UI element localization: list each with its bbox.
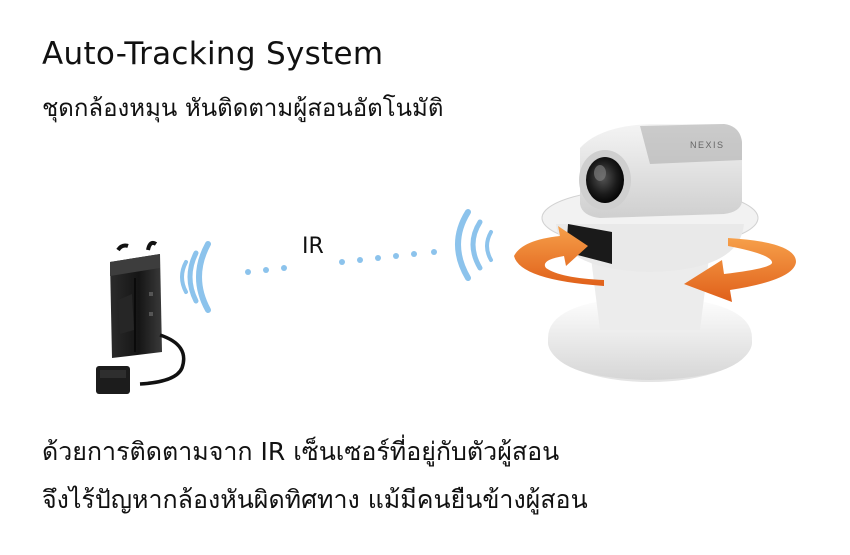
page-title: Auto-Tracking System: [42, 36, 384, 72]
description-line-1: ด้วยการติดตามจาก IR เซ็นเซอร์ที่อยู่กับต…: [42, 437, 560, 466]
description-line-2: จึงไร้ปัญหากล้องหันผิดทิศทาง แม้มีคนยืนข…: [42, 485, 588, 514]
ir-transmitter-device: [96, 240, 186, 394]
ir-signal-path: [245, 249, 437, 275]
ir-signal-label: IR: [302, 234, 324, 259]
ir-wave-right-icon: [455, 209, 493, 281]
rotation-arrow-left-icon: [514, 226, 604, 286]
camera-brand-logo: NEXIS: [690, 140, 725, 150]
rotation-arrow-right-icon: [684, 238, 796, 302]
ir-wave-left-icon: [180, 241, 211, 313]
ptz-camera: [541, 124, 759, 382]
page-subtitle: ชุดกล้องหมุน หันติดตามผู้สอนอัตโนมัติ: [42, 94, 444, 122]
